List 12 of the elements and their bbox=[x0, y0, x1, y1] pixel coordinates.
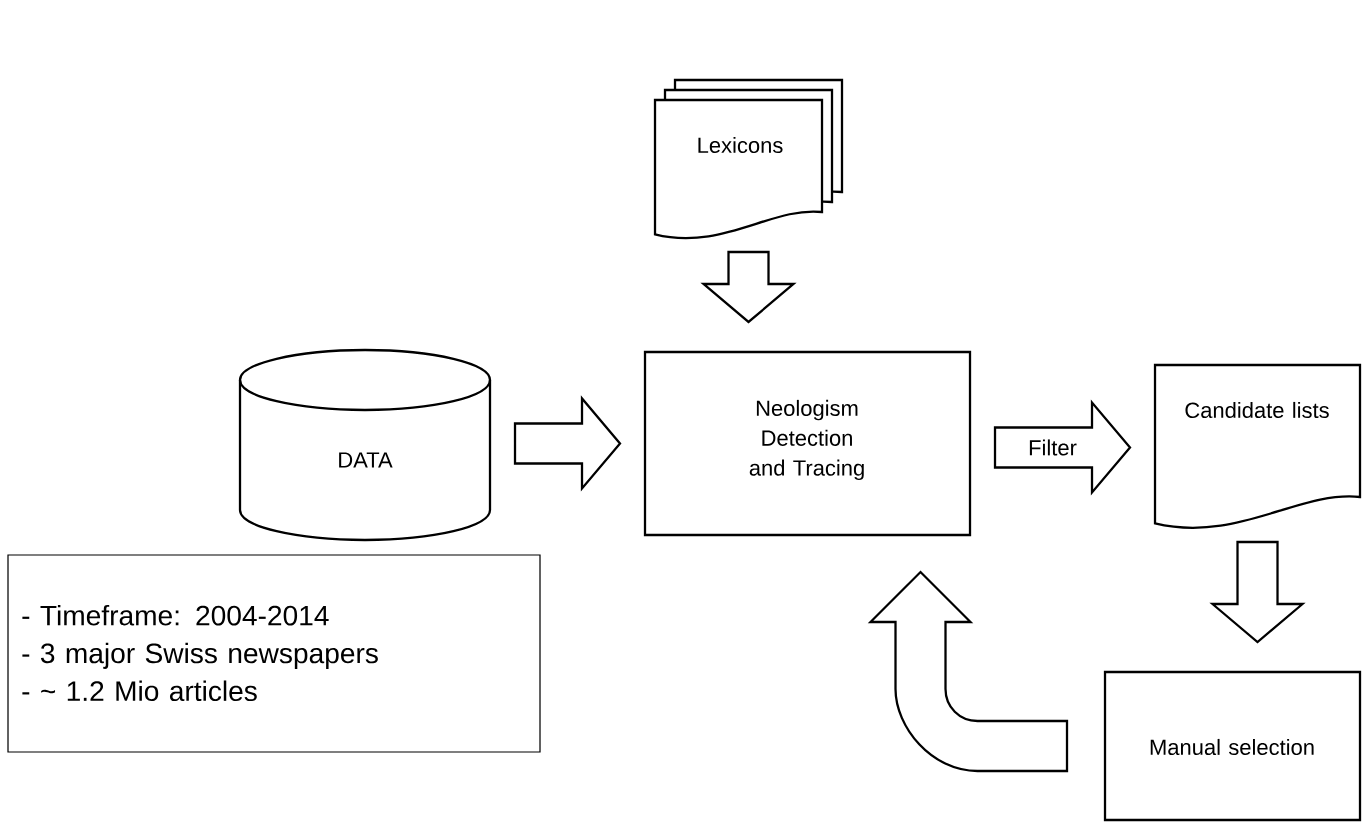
document-stack: Lexicons bbox=[653, 78, 844, 240]
block-arrow bbox=[993, 399, 1132, 496]
block-arrow bbox=[700, 250, 797, 324]
node-label: DATA bbox=[339, 452, 393, 468]
block-arrow bbox=[513, 395, 622, 492]
database-cylinder: DATA bbox=[238, 348, 492, 542]
block-arrow bbox=[869, 570, 1069, 773]
note-box: - Timeframe: 2004-2014 - 3 major Swiss newspapers - ~ 1.2 Mio articles bbox=[7, 554, 541, 753]
edge-label: Filter bbox=[1026, 437, 1079, 458]
process-box: Neologism Detection and Tracing bbox=[643, 350, 972, 537]
block-arrow bbox=[1209, 540, 1306, 644]
process-box: Manual selection bbox=[1103, 670, 1362, 822]
